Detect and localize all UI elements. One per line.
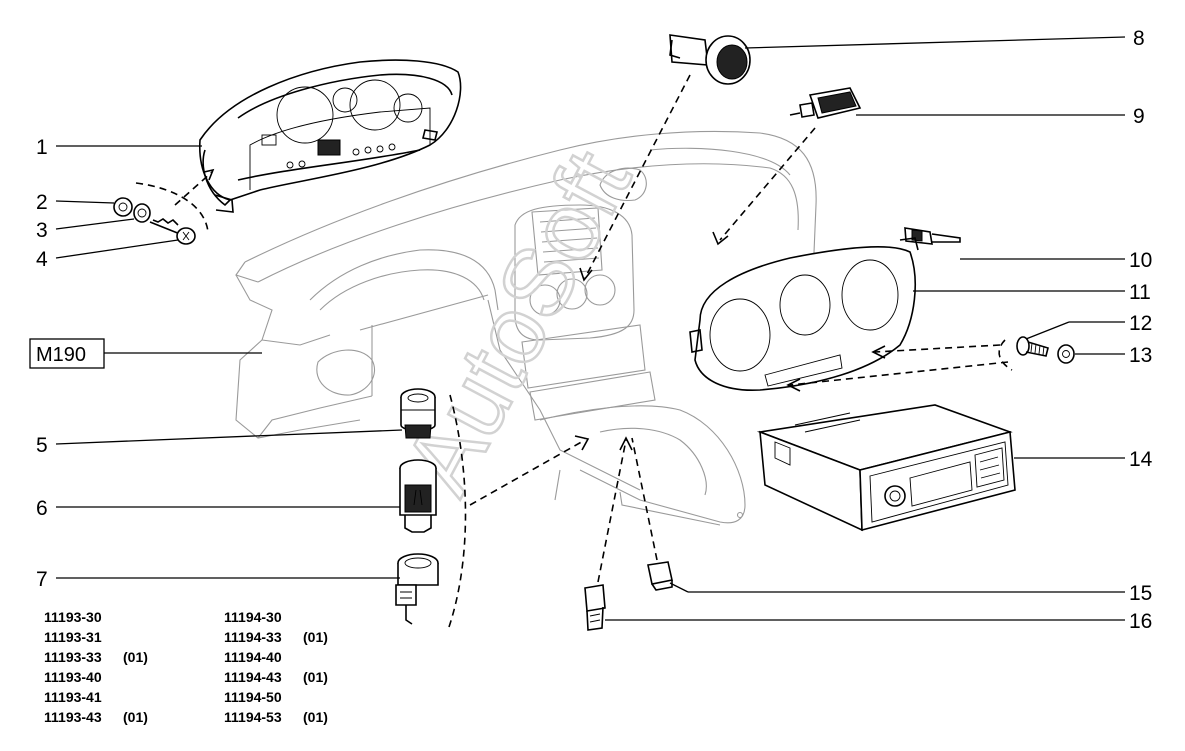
model-code: 11193-40 — [44, 669, 102, 685]
model-note: (01) — [123, 709, 148, 725]
dashboard-outline — [235, 130, 817, 526]
model-code: 11194-33 — [224, 629, 282, 645]
callout-numbers: 1 2 3 4 5 6 7 8 9 10 11 12 13 14 15 16 — [36, 27, 1153, 633]
callout-14: 14 — [1129, 448, 1153, 471]
model-note: (01) — [123, 649, 148, 665]
nut-part-3 — [133, 203, 179, 226]
model-code: 11194-50 — [224, 689, 282, 705]
callout-5: 5 — [36, 434, 48, 457]
callout-1: 1 — [36, 136, 48, 159]
arrow-head — [712, 231, 729, 246]
arrow-head — [619, 436, 633, 451]
model-codes: 11193-30 11193-31 11193-33 (01) 11193-40… — [44, 609, 328, 725]
bolt-part-4 — [149, 221, 196, 245]
callout-15: 15 — [1129, 582, 1152, 605]
callout-11: 11 — [1129, 281, 1151, 304]
screw-part-12 — [1016, 336, 1049, 357]
arrow-head — [871, 345, 886, 359]
cluster-housing-part-11 — [689, 237, 919, 391]
model-code: 11194-43 — [224, 669, 282, 685]
callout-13: 13 — [1129, 344, 1152, 367]
switch-9-arrow — [719, 127, 816, 241]
callout-4: 4 — [36, 248, 48, 271]
reference-label: M190 — [36, 344, 86, 366]
socket-holder-part-7 — [395, 553, 439, 625]
rocker-switch-part-9 — [789, 87, 862, 119]
watermark: AutoSoft — [384, 134, 651, 509]
switch-part-16 — [584, 584, 606, 631]
housing-arrow-lower — [789, 361, 1009, 386]
bulb-socket-part-10 — [904, 227, 961, 245]
model-code: 11193-31 — [44, 629, 102, 645]
radio-unit-part-14 — [756, 404, 1016, 532]
callout-7: 7 — [36, 568, 48, 591]
arrow-head — [574, 435, 590, 451]
switch-15-arrow — [631, 437, 658, 561]
model-code: 11193-33 — [44, 649, 102, 665]
housing-arrow-upper — [874, 344, 1001, 353]
model-note: (01) — [303, 669, 328, 685]
housing-dash-arc — [998, 339, 1013, 371]
callout-3: 3 — [36, 219, 48, 242]
cluster-assembly-arrow — [174, 171, 213, 206]
callout-2: 2 — [36, 191, 48, 214]
model-code: 11194-30 — [224, 609, 282, 625]
switch-16-arrow — [597, 439, 627, 583]
callout-8: 8 — [1133, 27, 1145, 50]
callout-12: 12 — [1129, 312, 1152, 335]
callout-9: 9 — [1133, 105, 1145, 128]
switch-part-15 — [647, 561, 673, 591]
model-code: 11193-41 — [44, 689, 102, 705]
washer-part-2 — [113, 197, 133, 217]
lighter-dash-arc — [447, 394, 467, 631]
nut-part-13 — [1057, 344, 1075, 364]
switch-8-arrow — [584, 74, 691, 279]
model-code: 11193-43 — [44, 709, 102, 725]
model-note: (01) — [303, 709, 328, 725]
callout-6: 6 — [36, 497, 48, 520]
lighter-part-5 — [400, 388, 436, 439]
cluster-dash-arc — [135, 182, 209, 233]
instrument-cluster-part-1 — [199, 59, 462, 213]
model-code: 11194-40 — [224, 649, 282, 665]
rotary-switch-part-8 — [669, 34, 751, 85]
callout-16: 16 — [1129, 610, 1152, 633]
model-note: (01) — [303, 629, 328, 645]
arrow-head — [203, 168, 215, 181]
lighter-socket-part-6 — [399, 459, 437, 533]
arrow-head — [786, 378, 801, 392]
model-code: 11193-30 — [44, 609, 102, 625]
reference-box: M190 — [29, 338, 105, 369]
callout-10: 10 — [1129, 249, 1152, 272]
arrow-head — [579, 267, 593, 282]
lighter-assembly-arrow — [469, 439, 586, 506]
leader-lines — [55, 36, 1126, 621]
model-code: 11194-53 — [224, 709, 282, 725]
